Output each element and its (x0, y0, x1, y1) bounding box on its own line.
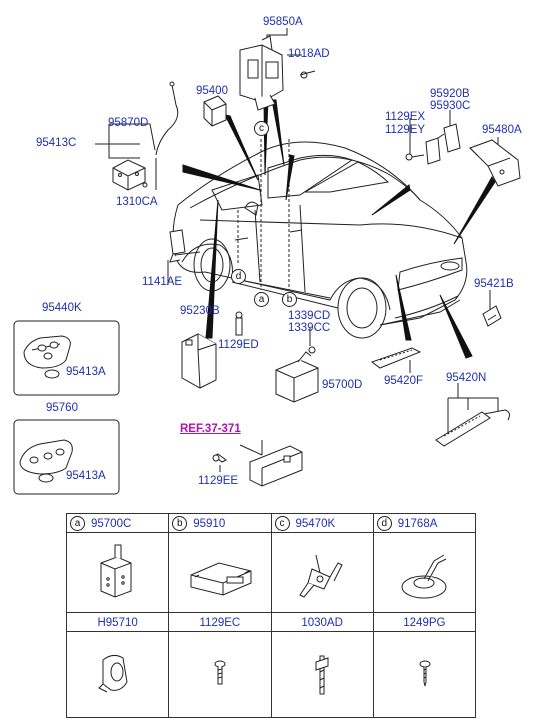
table-header-row-2: H95710 1129EC 1030AD 1249PG (65, 612, 477, 632)
label-95870d: 95870D (108, 117, 149, 129)
label-95420n: 95420N (446, 372, 487, 384)
table-part-91768a: 91768A (397, 518, 438, 530)
label-1339cd: 1339CD (288, 310, 331, 322)
table-part-1030ad: 1030AD (301, 617, 343, 629)
label-95850a: 95850A (263, 16, 303, 28)
ref-37-371-link[interactable]: REF.37-371 (180, 423, 241, 435)
table-image-row-1 (65, 532, 477, 613)
module-95700c-icon (100, 544, 132, 598)
table-part-95700c: 95700C (91, 518, 132, 530)
parts-table: a 95700C b 95910 c 95470K d 91768A (65, 513, 477, 718)
screw-1310ca-part (142, 182, 148, 188)
table-header-a: a 95700C (65, 513, 170, 533)
table-part-1249pg: 1249PG (403, 617, 446, 629)
pointer-wedges (182, 99, 496, 359)
relay-95400-part (203, 95, 227, 127)
table-image-1129ec (168, 631, 272, 718)
buzzer-h95710-icon (98, 654, 128, 693)
bracket-ref-37-371-part (212, 445, 303, 487)
table-header-c: c 95470K (270, 513, 374, 533)
callout-b: b (282, 292, 297, 307)
table-header-1249pg: 1249PG (372, 612, 477, 632)
bolt-1129ex-part (405, 153, 425, 161)
table-image-row-2 (65, 631, 477, 718)
sensor-95470k-icon (298, 554, 343, 598)
label-95400: 95400 (196, 85, 228, 97)
label-95413a-1: 95413A (66, 366, 106, 378)
label-1129ey: 1129EY (385, 124, 426, 136)
table-header-b: b 95910 (168, 513, 272, 533)
table-image-95700c (65, 532, 170, 613)
label-1310ca: 1310CA (116, 196, 158, 208)
callout-d: d (231, 269, 246, 284)
table-image-h95710 (65, 631, 170, 718)
table-part-1129ec: 1129EC (199, 617, 241, 629)
bracket-95421b-part (482, 305, 502, 327)
nut-1339cc-part (308, 346, 316, 354)
bracket-95480a-part (469, 139, 521, 187)
label-95413a-2: 95413A (66, 470, 106, 482)
table-part-95470k: 95470K (295, 518, 336, 530)
label-95920b: 95920B (430, 88, 470, 100)
label-95930c: 95930C (430, 100, 471, 112)
letter-b: b (172, 516, 188, 531)
table-header-1030ad: 1030AD (270, 612, 374, 632)
label-95413c: 95413C (36, 137, 77, 149)
clip-1030ad-icon (315, 655, 328, 695)
table-header-1129ec: 1129EC (168, 612, 272, 632)
key-fob-95440k-part (13, 320, 120, 396)
table-image-1249pg (372, 631, 477, 718)
sensor-95920b-part (425, 123, 461, 165)
label-1339cc: 1339CC (288, 322, 331, 334)
callout-c: c (254, 121, 269, 136)
table-header-d: d 91768A (372, 513, 477, 533)
table-image-91768a (372, 532, 477, 613)
receiver-95413c-part (112, 159, 146, 191)
label-1141ae: 1141AE (142, 276, 183, 288)
bolt-1018ad-part (299, 70, 316, 79)
letter-d: d (376, 516, 392, 531)
antenna-95870d-part (155, 81, 179, 156)
table-image-95470k (270, 532, 374, 613)
module-95850a-part (239, 35, 284, 111)
module-95700d-part (275, 351, 319, 403)
table-image-1030ad (270, 631, 374, 718)
screw-1249pg-icon (419, 660, 431, 687)
label-1129ex: 1129EX (385, 111, 426, 123)
antenna-95420n-part (435, 409, 510, 447)
clip-1141ae-part (169, 229, 186, 263)
table-image-95910 (168, 532, 272, 613)
label-1018ad: 1018AD (288, 48, 330, 60)
antenna-95420f-part (370, 347, 422, 369)
letter-c: c (274, 516, 290, 531)
label-95700d: 95700D (322, 379, 363, 391)
label-95420f: 95420F (384, 375, 424, 387)
module-95230b-part (181, 333, 217, 389)
grommet-91768a-icon (401, 554, 447, 599)
label-1129ee: 1129EE (198, 475, 239, 487)
table-header-row-1: a 95700C b 95910 c 95470K d 91768A (65, 513, 477, 533)
table-part-h95710: H95710 (97, 617, 138, 629)
sensor-95910-icon (190, 562, 252, 596)
callout-a: a (254, 292, 269, 307)
key-fob-95760-part (13, 419, 120, 495)
table-part-95910: 95910 (193, 518, 226, 530)
bolt-1129ec-icon (214, 660, 226, 685)
label-95760: 95760 (46, 402, 78, 414)
label-95421b: 95421B (474, 278, 514, 290)
letter-a: a (70, 516, 85, 531)
label-95440k: 95440K (42, 302, 82, 314)
label-1129ed: 1129ED (218, 339, 259, 351)
bolt-1129ed-part (235, 311, 243, 336)
table-header-h95710: H95710 (65, 612, 170, 632)
label-95230b: 95230B (180, 305, 220, 317)
label-95480a: 95480A (482, 124, 522, 136)
